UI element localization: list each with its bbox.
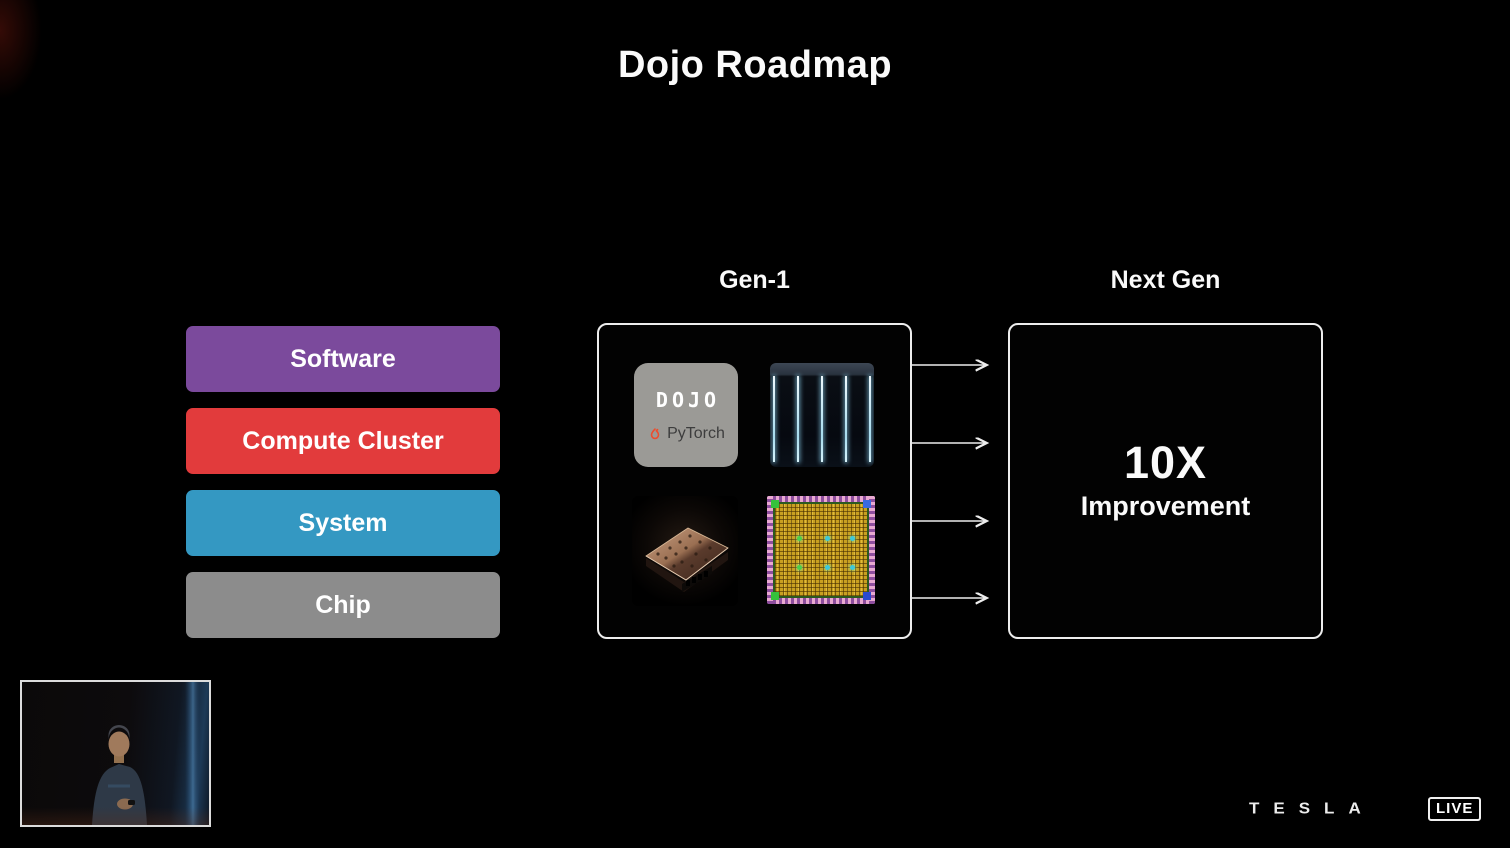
cabinet-glow-line [821, 376, 823, 462]
gen1-to-nextgen-arrows [912, 350, 1004, 616]
die-io-ring [869, 496, 875, 604]
die-dot [797, 565, 802, 570]
stack-bar-software: Software [186, 326, 500, 392]
stack-bar-label: Software [290, 344, 396, 373]
stack-bar-system: System [186, 490, 500, 556]
die-core-grid [773, 502, 869, 598]
stack-bar-label: Chip [315, 590, 371, 619]
die-io-ring [767, 496, 773, 604]
compute-cluster-cabinets-photo [770, 363, 874, 467]
next-gen-column-label: Next Gen [1110, 266, 1221, 294]
page-title: Dojo Roadmap [617, 44, 893, 86]
cabinet-glow-line [797, 376, 799, 462]
die-corner-marker [863, 592, 871, 600]
pytorch-flame-icon [650, 427, 660, 439]
next-gen-headline: 10X [1123, 437, 1208, 488]
dojo-logo: DOJO [655, 387, 721, 412]
die-dot [850, 536, 855, 541]
die-corner-marker [863, 500, 871, 508]
die-dot [825, 565, 830, 570]
gen1-column-label: Gen-1 [719, 266, 790, 294]
cabinet-glow-line [845, 376, 847, 462]
live-badge: LIVE [1428, 797, 1482, 821]
die-dot [850, 565, 855, 570]
stack-bar-compute-cluster: Compute Cluster [186, 408, 500, 474]
stack-bar-label: Compute Cluster [242, 426, 444, 455]
cabinet-glow-line [773, 376, 775, 462]
presenter-video-inset [20, 680, 211, 827]
next-gen-frame: 10X Improvement [1008, 323, 1323, 639]
stack-bar-label: System [298, 508, 388, 537]
pytorch-logo-text: PyTorch [667, 424, 725, 442]
d1-chip-die-photo [767, 496, 875, 604]
next-gen-subheadline: Improvement [1080, 491, 1251, 521]
die-dot [825, 536, 830, 541]
copper-training-tile-graphic [645, 527, 729, 592]
video-floor-glow [22, 807, 209, 825]
die-corner-marker [771, 592, 779, 600]
die-corner-marker [771, 500, 779, 508]
stage-light-leak [0, 0, 42, 100]
dojo-pytorch-logo-tile: DOJO PyTorch [634, 363, 738, 467]
tesla-wordmark: TESLA [1249, 800, 1375, 818]
cabinet-glow-line [869, 376, 871, 462]
die-dot [797, 536, 802, 541]
presenter-figure [92, 682, 201, 825]
stack-bar-chip: Chip [186, 572, 500, 638]
training-tile-photo [632, 496, 738, 606]
